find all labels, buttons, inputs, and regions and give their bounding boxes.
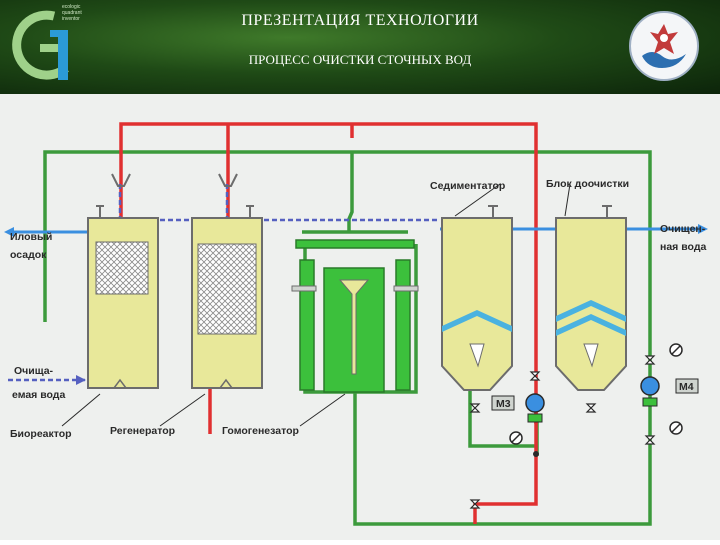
logo-text-line: quadrant [62,10,82,16]
label-sedimentator: Седиментатор [430,180,505,192]
valve-icons [469,355,656,509]
label-effluent-line2: ная вода [660,241,706,253]
pump-label-m4: М4 [679,381,694,393]
callout-lines [61,183,571,427]
label-sludge-line2: осадок [10,249,47,261]
pump-label-m3: М3 [496,398,511,410]
arrow-icon [4,227,14,237]
sedimentator-tank [441,205,513,391]
label-influent: Очища- [14,365,54,377]
label-bioreactor: Биореактор [10,428,72,440]
page-subtitle: ПРОЦЕСС ОЧИСТКИ СТОЧНЫХ ВОД [248,52,472,67]
label-post-treatment: Блок доочистки [546,178,629,190]
homogenizer-unit [291,239,419,393]
bioreactor-tank [87,173,159,389]
logo-text-line: ecologic [62,4,81,10]
label-effluent: Очищен- [660,223,706,235]
header-banner: ecologic quadrant inventor ПРЕЗЕНТАЦИЯ Т… [0,0,720,94]
label-influent-line2: емая вода [12,389,65,401]
label-regenerator: Регенератор [110,425,175,437]
regenerator-tank [191,173,263,389]
logo-icon [12,10,69,80]
pump-m3: М3 [491,393,545,457]
process-diagram: М3 М4 Иловый осадок Очища- емая вода Би [0,94,720,540]
pump-m4: М4 [640,343,699,435]
logo-text-line: inventor [62,16,80,22]
arrow-icon [76,375,86,385]
arrow-icon [698,224,708,234]
post-treatment-tank [555,205,627,391]
label-homogenizer: Гомогенезатор [222,425,299,437]
page-title: ПРЕЗЕНТАЦИЯ ТЕХНОЛОГИИ [241,12,479,29]
logo-tagline: ecologic quadrant inventor [62,4,102,22]
emblem-icon [629,11,699,81]
label-sludge: Иловый [10,231,52,243]
process-schematic: М3 М4 Иловый осадок Очища- емая вода Би [4,122,708,526]
